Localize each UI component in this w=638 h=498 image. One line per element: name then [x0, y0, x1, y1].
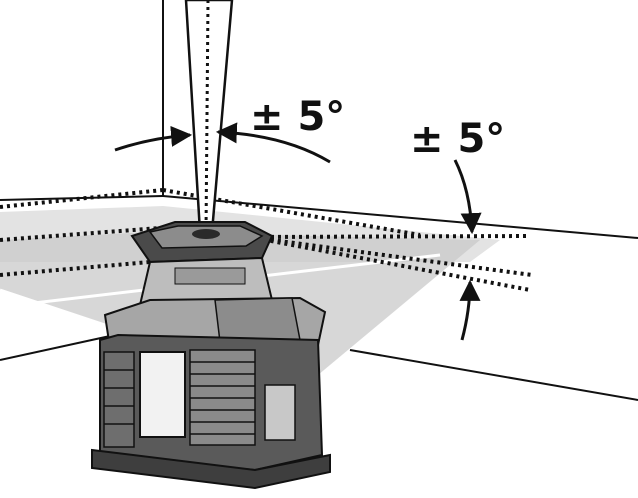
rotating-laser-device	[91, 221, 331, 490]
horizontal-tilt-label: ± 5°	[410, 116, 505, 162]
room-walls	[0, 0, 638, 401]
vertical-tilt-label: ± 5°	[250, 94, 345, 140]
tilt-arrow	[114, 122, 482, 341]
